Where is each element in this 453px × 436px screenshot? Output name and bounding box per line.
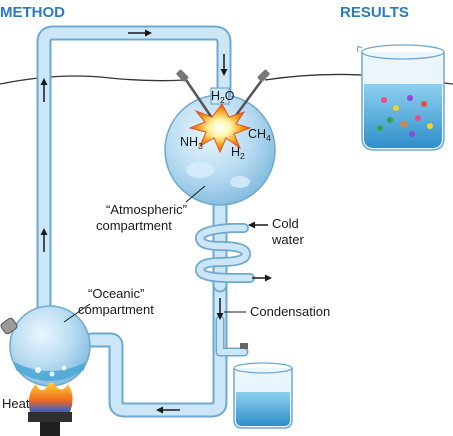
flow-arrow-up-2 <box>40 228 48 252</box>
collection-beaker <box>233 343 293 429</box>
flow-arrow-bottom <box>156 406 180 414</box>
flow-arrows <box>40 29 228 414</box>
burner-flame-icon <box>28 382 73 436</box>
label-atmospheric-line2: compartment <box>96 218 172 233</box>
label-heat: Heat <box>2 396 30 411</box>
method-heading: METHOD <box>0 4 65 21</box>
chem-ammonia: NH3 <box>180 135 203 151</box>
condenser-coil <box>194 223 255 283</box>
electrode-right <box>232 69 270 119</box>
electric-spark <box>188 103 252 154</box>
flow-arrow-up-1 <box>40 78 48 102</box>
flask-stopper <box>0 317 18 335</box>
results-heading: RESULTS <box>340 4 409 21</box>
electrode-left <box>176 69 214 119</box>
chem-methane: CH4 <box>248 127 271 143</box>
chem-hydrogen: H2 <box>231 145 245 161</box>
electrode-wire-left <box>0 75 186 85</box>
label-oceanic-line1: “Oceanic” <box>88 286 144 301</box>
flow-arrow-down-right <box>220 54 228 76</box>
flow-arrow-top <box>128 29 152 37</box>
label-condensation: Condensation <box>250 304 330 319</box>
stopcock <box>240 343 248 349</box>
oceanic-flask <box>0 305 91 387</box>
label-oceanic-line2: compartment <box>78 302 154 317</box>
chem-water: H2O <box>211 89 235 105</box>
pointer-oceanic <box>63 303 91 323</box>
cold-water-arrows <box>248 221 272 282</box>
pointer-atmospheric <box>185 185 206 203</box>
organic-molecules <box>377 95 433 137</box>
label-cold: Cold <box>272 216 299 231</box>
results-beaker <box>356 44 445 151</box>
flow-arrow-condense <box>216 298 224 320</box>
label-water: water <box>271 232 304 247</box>
label-atmospheric-line1: “Atmospheric” <box>106 202 187 217</box>
